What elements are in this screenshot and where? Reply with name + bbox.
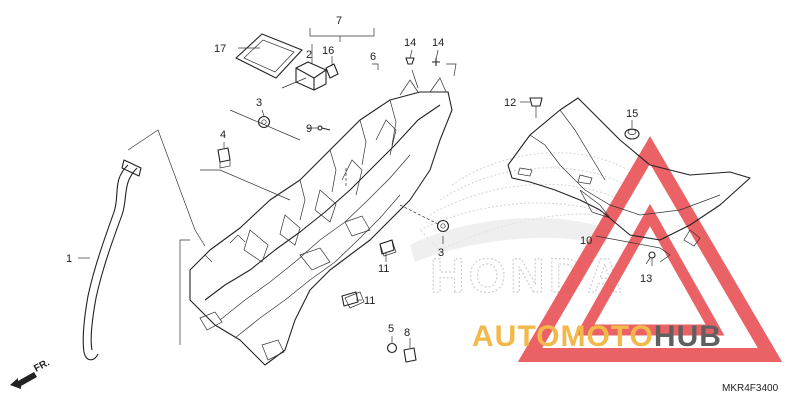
honda-wing-watermark: [410, 152, 629, 262]
callout-5: 5: [388, 323, 394, 335]
part-2-block: [295, 61, 327, 91]
callout-3-upper: 3: [256, 97, 262, 109]
callout-1: 1: [66, 253, 72, 265]
honda-brand-watermark: HONDA: [430, 250, 626, 303]
callout-3-lower: 3: [438, 247, 444, 259]
callout-6: 6: [370, 51, 376, 63]
part-6-rear-inner-fender: [189, 77, 453, 366]
callout-14-right: 14: [432, 37, 444, 49]
callout-7: 7: [336, 15, 342, 27]
front-direction-label: FR.: [32, 357, 52, 374]
part-17-rubber-pad: [235, 33, 303, 79]
callout-2: 2: [306, 49, 312, 61]
part-3-nut-lower: [436, 219, 450, 233]
callout-12: 12: [504, 97, 516, 109]
callout-4: 4: [220, 129, 226, 141]
part-13-screw: [648, 251, 656, 266]
part-15-grommet: [624, 128, 640, 140]
callout-15: 15: [626, 108, 638, 120]
part-4-clip: [217, 147, 231, 169]
part-14-screw-a: [405, 57, 415, 65]
callout-11-lower: 11: [364, 295, 375, 307]
dashed-hint-line: [399, 204, 441, 226]
callout-13: 13: [640, 273, 652, 285]
part-10-rear-undercover: [507, 97, 751, 247]
callout-11-upper: 11: [378, 263, 389, 275]
callout-16: 16: [322, 45, 334, 57]
watermark-hub: HUB: [654, 320, 722, 353]
callout-17: 17: [214, 43, 226, 55]
part-11-clip-a: [379, 239, 395, 255]
watermark-text: AUTOMOTOHUB: [472, 320, 722, 353]
watermark-auto: AUTO: [472, 320, 560, 353]
leader-lines: [78, 28, 671, 348]
watermark-moto: MOTO: [560, 320, 653, 353]
callout-9: 9: [306, 123, 312, 135]
diagram-code: MKR4F3400: [722, 383, 779, 394]
front-arrow-icon: [10, 372, 37, 389]
callout-8: 8: [404, 327, 410, 339]
part-11-clip-b: [341, 291, 359, 307]
callout-14-left: 14: [404, 37, 416, 49]
callout-10: 10: [580, 235, 592, 247]
front-direction-indicator: FR.: [10, 357, 52, 389]
part-8-clip: [403, 347, 417, 363]
part-16-clip: [325, 63, 339, 79]
part-9-screw: [317, 125, 331, 131]
part-1-hose: [82, 159, 142, 361]
part-5-grommet: [386, 342, 398, 354]
part-12-screw: [529, 97, 543, 118]
red-triangle-watermark: [517, 136, 783, 362]
